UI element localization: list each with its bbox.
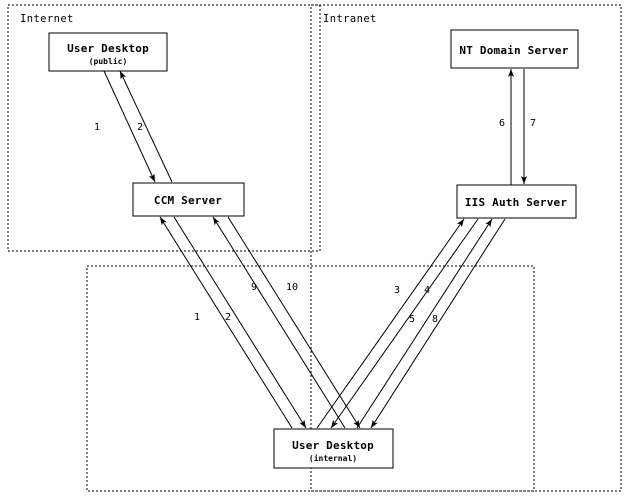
node-title-nt-domain-server: NT Domain Server (459, 44, 568, 57)
flow-step-labels: 1 2 6 7 1 2 9 10 3 4 5 8 (94, 118, 536, 325)
node-box-ccm-server (132, 182, 245, 217)
step-label-flow-9: 9 (251, 282, 257, 293)
node-box-nt-domain-server (450, 29, 579, 69)
zone-border-internet (7, 4, 321, 252)
node-box-user-desktop-internal (273, 428, 394, 469)
flow-line-flow-1-internal (159, 216, 293, 429)
flow-line-flow-2-public (119, 70, 173, 183)
node-nt-domain-server: NT Domain Server (450, 29, 579, 69)
flow-line-flow-8 (370, 218, 506, 429)
flow-line-flow-4 (330, 218, 479, 429)
zone-intranet: Intranet (310, 4, 622, 492)
node-title-ccm-server: CCM Server (154, 194, 222, 207)
node-box-iis-auth-server (456, 184, 577, 219)
node-boxes: User Desktop(public)NT Domain ServerCCM … (48, 29, 579, 469)
node-subtitle-user-desktop-public: (public) (89, 56, 128, 66)
flow-line-flow-10 (227, 216, 361, 429)
flow-line-flow-1-public (103, 70, 156, 183)
node-user-desktop-internal: User Desktop(internal) (273, 428, 394, 469)
step-label-flow-2-public: 2 (137, 122, 143, 133)
step-label-flow-1-public: 1 (94, 122, 100, 133)
node-ccm-server: CCM Server (132, 182, 245, 217)
flow-line-flow-2-internal (173, 216, 307, 429)
flow-arrows (103, 69, 527, 429)
step-label-flow-5: 5 (409, 314, 415, 325)
zone-internet: Internet (7, 4, 321, 252)
step-label-flow-1-internal: 1 (194, 312, 200, 323)
node-user-desktop-public: User Desktop(public) (48, 32, 168, 72)
flow-line-flow-9 (212, 216, 346, 429)
step-label-flow-6: 6 (499, 118, 505, 129)
node-title-iis-auth-server: IIS Auth Server (465, 196, 568, 209)
step-label-flow-4: 4 (424, 285, 430, 296)
node-iis-auth-server: IIS Auth Server (456, 184, 577, 219)
step-label-flow-10: 10 (286, 282, 298, 293)
node-box-user-desktop-public (48, 32, 168, 72)
flow-line-flow-5 (356, 218, 493, 429)
flow-line-flow-3 (316, 218, 465, 429)
node-title-user-desktop-public: User Desktop (67, 42, 149, 55)
node-subtitle-user-desktop-internal: (internal) (309, 453, 357, 463)
step-label-flow-7: 7 (530, 118, 536, 129)
zone-label-internet: Internet (20, 13, 74, 25)
zone-boundaries: Internet Intranet (7, 4, 622, 492)
zone-border-intranet (310, 4, 622, 492)
node-title-user-desktop-internal: User Desktop (292, 439, 374, 452)
zone-label-intranet: Intranet (323, 13, 377, 25)
step-label-flow-3: 3 (394, 285, 400, 296)
step-label-flow-2-internal: 2 (225, 312, 231, 323)
step-label-flow-8: 8 (432, 314, 438, 325)
